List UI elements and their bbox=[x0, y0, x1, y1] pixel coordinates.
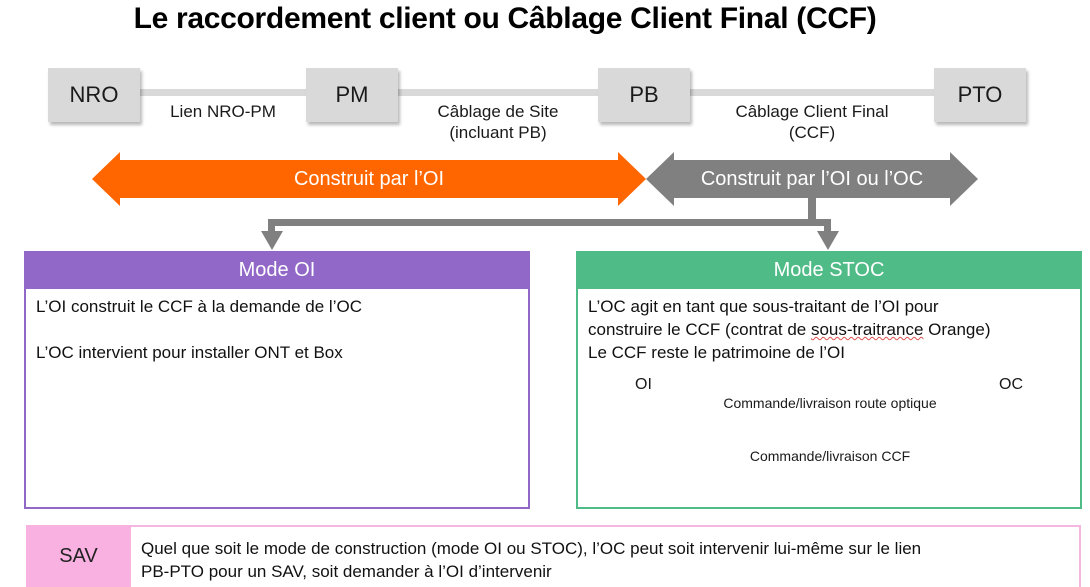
sav-line: Quel que soit le mode de construction (m… bbox=[141, 539, 922, 558]
arrow-down-mode-oi bbox=[261, 231, 283, 250]
mode-stoc-line: Le CCF reste le patrimoine de l’OI bbox=[588, 343, 845, 362]
sav-line: PB-PTO pour un SAV, soit demander à l’OI… bbox=[141, 562, 552, 581]
node-pb: PB bbox=[598, 68, 690, 122]
sav-description: Quel que soit le mode de construction (m… bbox=[131, 525, 1081, 587]
sav-label: SAV bbox=[26, 525, 131, 587]
node-pto: PTO bbox=[934, 68, 1026, 122]
mode-stoc-body: L’OC agit en tant que sous-traitant de l… bbox=[578, 289, 1080, 370]
actor-oc-label: OC bbox=[999, 376, 1023, 393]
chain-link-line bbox=[140, 89, 934, 96]
page-title: Le raccordement client ou Câblage Client… bbox=[133, 2, 877, 35]
segment-label-ccf: Câblage Client Final (CCF) bbox=[690, 101, 934, 143]
segment-label-line: Lien NRO-PM bbox=[170, 102, 276, 121]
segment-label-cablage-site: Câblage de Site (incluant PB) bbox=[398, 101, 598, 143]
segment-label-nro-pm: Lien NRO-PM bbox=[140, 101, 306, 122]
segment-label-line: Câblage de Site bbox=[437, 102, 559, 121]
segment-label-line: (incluant PB) bbox=[449, 123, 547, 142]
seq-group-label: Commande/livraison route optique bbox=[723, 395, 937, 411]
mode-stoc-line: L’OC agit en tant que sous-traitant de l… bbox=[588, 297, 939, 316]
mode-oi-panel: Mode OI L’OI construit le CCF à la deman… bbox=[24, 251, 530, 509]
segment-label-line: (CCF) bbox=[788, 123, 836, 142]
mode-oi-body: L’OI construit le CCF à la demande de l’… bbox=[26, 289, 528, 370]
node-pm: PM bbox=[306, 68, 398, 122]
seq-group-label: Commande/livraison CCF bbox=[749, 448, 911, 464]
branch-connector bbox=[261, 198, 839, 250]
segment-label-line: Câblage Client Final bbox=[735, 102, 889, 121]
text-segment: Orange) bbox=[923, 320, 991, 339]
arrow-down-mode-stoc bbox=[817, 231, 839, 250]
mode-oi-line: L’OI construit le CCF à la demande de l’… bbox=[36, 297, 362, 316]
mode-stoc-panel: Mode STOC L’OC agit en tant que sous-tra… bbox=[576, 251, 1082, 509]
mode-stoc-header: Mode STOC bbox=[576, 251, 1082, 289]
construit-oi-oc-label: Construit par l’OI ou l’OC bbox=[700, 168, 924, 190]
node-nro: NRO bbox=[48, 68, 140, 122]
mode-stoc-line: construire le CCF (contrat de sous-trait… bbox=[588, 318, 1070, 341]
actor-oi-label: OI bbox=[635, 376, 652, 393]
construit-oi-oc-arrow bbox=[646, 152, 978, 206]
spellcheck-flagged-word[interactable]: sous-traitrance bbox=[810, 320, 924, 339]
construit-oi-arrow bbox=[92, 152, 646, 206]
mode-oi-header: Mode OI bbox=[24, 251, 530, 289]
construit-oi-label: Construit par l’OI bbox=[293, 168, 445, 190]
text-segment: construire le CCF (contrat de bbox=[588, 320, 811, 339]
mode-oi-line: L’OC intervient pour installer ONT et Bo… bbox=[36, 343, 343, 362]
